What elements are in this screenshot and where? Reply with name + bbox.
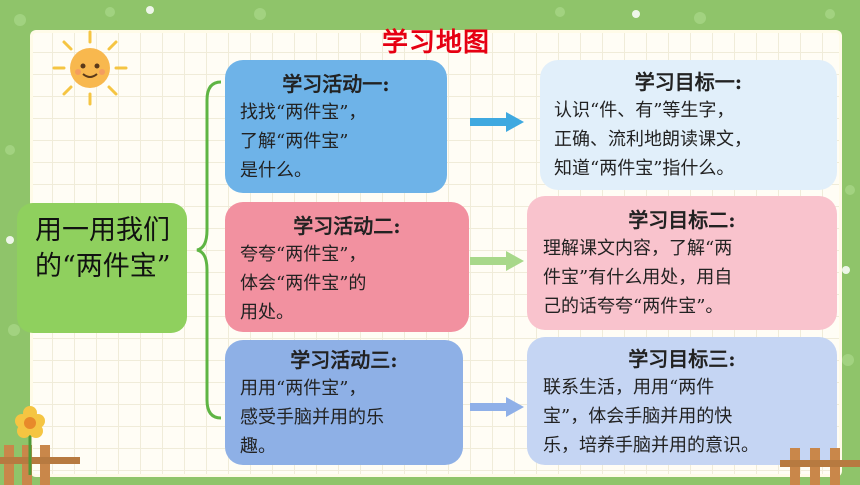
activity-line: 体会“两件宝”的	[240, 273, 367, 294]
goal-heading: 学习目标一:	[634, 70, 743, 94]
activity-line: 趣。	[240, 436, 276, 457]
activity-line: 感受手脑并用的乐	[240, 407, 384, 428]
activity-box-3: 学习活动三: 用用“两件宝”， 感受手脑并用的乐 趣。	[225, 340, 463, 465]
activity-heading: 学习活动二:	[293, 214, 401, 238]
activity-heading: 学习活动一:	[282, 72, 390, 96]
goal-heading: 学习目标二:	[628, 208, 736, 232]
activity-line: 了解“两件宝”	[240, 131, 349, 152]
flower-fence-decoration	[0, 406, 80, 485]
main-topic-text: 用一用我们的“两件宝”	[35, 215, 171, 282]
goal-box-2: 学习目标二: 理解课文内容，了解“两 件宝”有什么用处，用自 己的话夸夸“两件宝…	[527, 196, 837, 330]
arrow-right-icon	[470, 397, 524, 417]
activity-box-2: 学习活动二: 夸夸“两件宝”， 体会“两件宝”的 用处。	[225, 202, 469, 332]
activity-line: 用用“两件宝”，	[240, 378, 367, 399]
goal-line: 宝”，体会手脑并用的快	[543, 406, 733, 427]
goal-heading: 学习目标三:	[628, 347, 736, 371]
goal-box-3: 学习目标三: 联系生活，用用“两件 宝”，体会手脑并用的快 乐，培养手脑并用的意…	[527, 337, 837, 465]
fence-decoration	[780, 448, 860, 485]
arrow-right-icon	[470, 251, 524, 271]
activity-line: 用处。	[240, 302, 294, 323]
goal-line: 乐，培养手脑并用的意识。	[543, 435, 759, 456]
goal-line: 件宝”有什么用处，用自	[543, 267, 733, 288]
page-title: 学习地图	[382, 28, 491, 58]
activity-line: 找找“两件宝”，	[240, 102, 367, 123]
goal-box-1: 学习目标一: 认识“件、有”等生字， 正确、流利地朗读课文， 知道“两件宝”指什…	[540, 60, 837, 190]
goal-line: 联系生活，用用“两件	[543, 377, 715, 398]
sun-icon	[52, 30, 128, 106]
main-topic-box: 用一用我们的“两件宝”	[17, 203, 187, 333]
activity-line: 是什么。	[240, 160, 312, 181]
activity-heading: 学习活动三:	[290, 348, 398, 372]
goal-line: 己的话夸夸“两件宝”。	[543, 296, 724, 317]
goal-line: 理解课文内容，了解“两	[543, 238, 733, 259]
arrow-right-icon	[470, 112, 524, 132]
activity-line: 夸夸“两件宝”，	[240, 244, 367, 265]
goal-line: 正确、流利地朗读课文，	[554, 129, 752, 150]
goal-line: 知道“两件宝”指什么。	[554, 158, 735, 179]
brace-connector	[196, 80, 222, 420]
activity-box-1: 学习活动一: 找找“两件宝”， 了解“两件宝” 是什么。	[225, 60, 447, 193]
goal-line: 认识“件、有”等生字，	[554, 100, 735, 121]
